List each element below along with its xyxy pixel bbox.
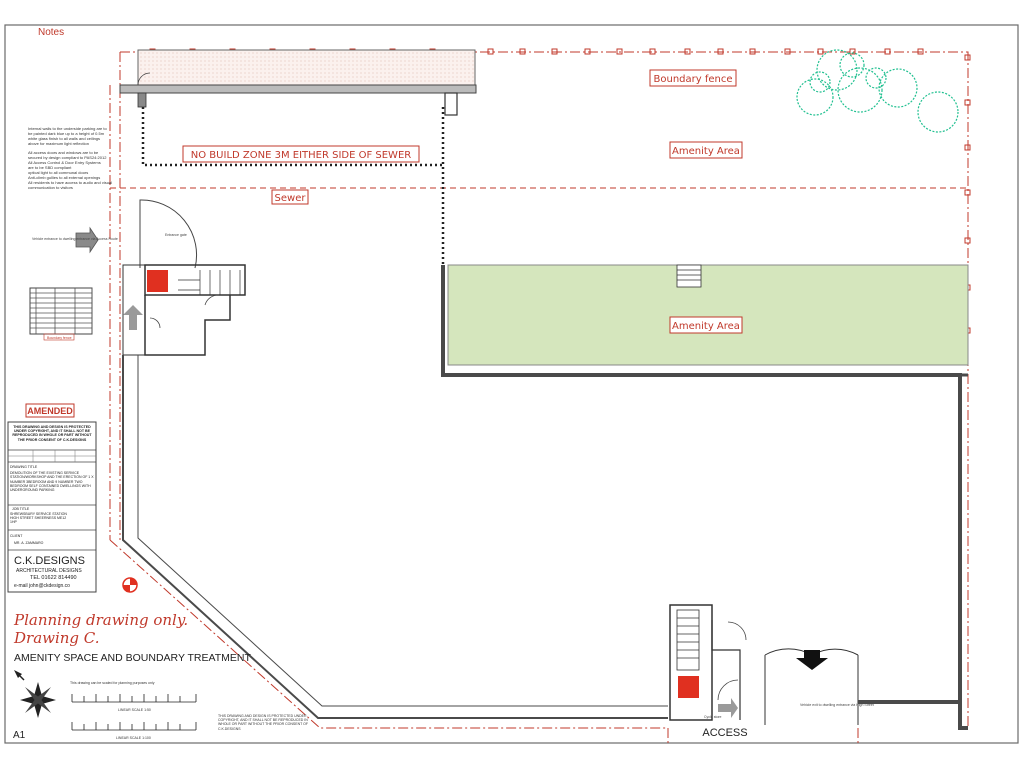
scale2-label: LINEAR SCALE 1:100	[116, 736, 151, 740]
notes-label: Notes	[38, 27, 64, 38]
lawn-area	[447, 264, 969, 366]
firm-email: e-mail john@ckdesign.co	[14, 583, 70, 589]
drawing-title: DEMOLITION OF THE EXISTING SERVICE STATI…	[10, 471, 94, 493]
drawing-title-label: DRAWING TITLE	[10, 465, 38, 469]
client-name: MR. A. ZAMMARO	[14, 541, 44, 545]
boundary-wall-west	[122, 355, 668, 719]
svg-text:optical light to all communal: optical light to all communal doors	[28, 170, 88, 175]
firm-name: C.K.DESIGNS	[14, 555, 85, 567]
bin-store	[147, 270, 168, 292]
title-block: THIS DRAWING AND DESIGN IS PROTECTED UND…	[7, 421, 97, 593]
boundary-fence-label: Boundary fence	[654, 74, 733, 85]
planning-note-line2: Drawing C.	[13, 629, 100, 647]
vehicle-exit-note: Vehicle exit to dwelling entrance via Hi…	[800, 703, 874, 707]
sheet-border	[4, 24, 1019, 744]
svg-text:be painted dark blue up to a h: be painted dark blue up to a height of 0…	[28, 131, 105, 136]
boundary-fence-detail: Boundary fence	[29, 287, 93, 341]
vehicle-entrance-arrow	[75, 226, 99, 254]
svg-text:communication to visitors: communication to visitors	[28, 185, 73, 190]
bin-store-lower	[678, 676, 699, 698]
svg-text:All access doors and windows a: All access doors and windows are to be	[28, 150, 99, 155]
amenity-area-lawn-box: Amenity Area	[669, 316, 743, 334]
access-label: ACCESS	[702, 727, 747, 739]
footer-copyright: THIS DRAWING AND DESIGN IS PROTECTED UND…	[218, 714, 309, 731]
client-label: CLIENT	[10, 534, 23, 538]
svg-text:All residents to have access t: All residents to have access to audio an…	[28, 180, 112, 185]
vehicle-entrance-note: Vehicle entrance to dwelling entrance vi…	[32, 237, 118, 241]
datum-marker-icon	[122, 577, 138, 593]
amenity-area-top-box: Amenity Area	[669, 141, 743, 159]
boundary-fence-label-box: Boundary fence	[649, 69, 737, 87]
firm-subtitle: ARCHITECTURAL DESIGNS	[16, 568, 82, 574]
building-wall	[119, 84, 477, 94]
tree-canopy	[796, 49, 959, 133]
north-arrow-icon	[14, 670, 56, 718]
title-block-copyright: THIS DRAWING AND DESIGN IS PROTECTED UND…	[12, 425, 92, 442]
svg-text:AMENDED: AMENDED	[27, 406, 73, 416]
lawn-steps	[676, 264, 702, 288]
no-build-zone-box: NO BUILD ZONE 3M EITHER SIDE OF SEWER	[182, 145, 420, 163]
svg-text:All Access Control & Door Entr: All Access Control & Door Entry Systems	[28, 160, 101, 165]
svg-text:Internal walls to the undersid: Internal walls to the underside parking …	[28, 126, 107, 131]
svg-text:white glass finish to all wall: white glass finish to all walls and ceil…	[28, 136, 100, 141]
svg-text:Anti-climb gullies to all exte: Anti-climb gullies to all external openi…	[28, 175, 100, 180]
job-title-label: JOB TITLE	[12, 507, 30, 511]
sewer-box: Sewer	[271, 189, 309, 205]
scale1-label: LINEAR SCALE 1:50	[118, 708, 151, 712]
amended-stamp: AMENDED	[25, 403, 75, 418]
no-build-zone-label: NO BUILD ZONE 3M EITHER SIDE OF SEWER	[191, 150, 411, 161]
drawing-subtitle: AMENITY SPACE AND BOUNDARY TREATMENT	[14, 652, 251, 664]
access-building-block: Cycle store	[669, 604, 747, 721]
no-build-zone-boundary	[141, 107, 445, 265]
sewer-label: Sewer	[275, 193, 307, 204]
svg-text:above for maximum light reflec: above for maximum light reflection	[28, 141, 89, 146]
boundary-fence-detail-label: Boundary fence	[47, 336, 72, 340]
site-boundary	[109, 51, 969, 745]
vehicle-exit-gates: Vehicle exit to dwelling entrance via Hi…	[764, 648, 874, 725]
amenity-area-top-label: Amenity Area	[672, 146, 740, 157]
sheet-size: A1	[13, 730, 26, 741]
svg-text:secured by design compliant to: secured by design compliant to PAS24:201…	[28, 155, 107, 160]
scale-note: This drawing can be scaled for planning …	[70, 681, 155, 685]
svg-text:are to be SBD compliant: are to be SBD compliant	[28, 165, 72, 170]
firm-tel: TEL 01622 814490	[30, 575, 77, 581]
amenity-area-lawn-label: Amenity Area	[672, 321, 740, 332]
job-title: SHREWSBURY SERVICE STATION HIGH STREET S…	[10, 512, 67, 525]
left-building-block	[122, 264, 246, 356]
entrance-gate-swing	[139, 199, 198, 269]
cycle-store-note: Cycle store	[704, 715, 722, 719]
planning-note-line1: Planning drawing only.	[13, 611, 188, 629]
entrance-gate-note: Entrance gate	[165, 233, 187, 237]
scale-bars: This drawing can be scaled for planning …	[70, 681, 197, 740]
notes-body: Internal walls to the underside parking …	[28, 126, 112, 190]
